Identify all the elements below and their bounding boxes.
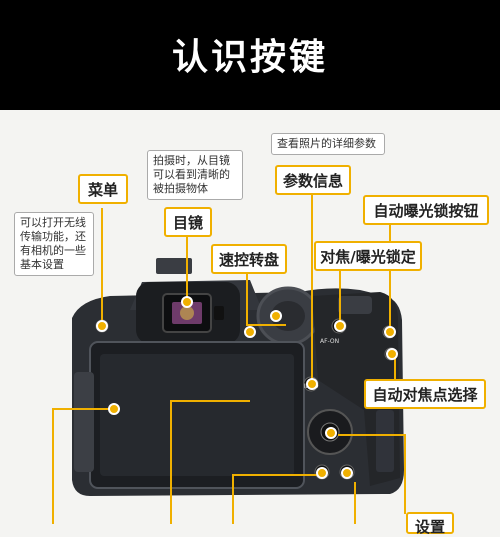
menu-label: 菜单 [78,174,128,204]
afon-text: AF-ON [320,338,339,345]
menu-note: 可以打开无线 传输功能，还 有相机的一些 基本设置 [14,212,94,276]
settings-label-partial: 设置 [406,512,454,536]
page-title: 认识按键 [171,37,328,78]
af-lock-label: 对焦/曝光锁定 [314,241,422,271]
hot-shoe [156,258,192,274]
dial-label: 速控转盘 [211,244,287,274]
camera-diagram: INFO AF-ON 菜单 目镜 速控转盘 参数信息 自动曝光锁按钮 对焦/曝光… [0,110,500,536]
ae-lock-label: 自动曝光锁按钮 [363,195,489,225]
eyepiece-label: 目镜 [164,207,212,237]
info-note: 查看照片的详细参数 [271,133,385,155]
eyepiece-note: 拍摄时，从目镜 可以看到清晰的 被拍摄物体 [147,150,243,200]
af-point-label: 自动对焦点选择 [364,379,486,409]
header-banner: 认识按键 [0,0,500,110]
info-label: 参数信息 [275,165,351,195]
camera-illustration: INFO AF-ON [72,258,404,496]
